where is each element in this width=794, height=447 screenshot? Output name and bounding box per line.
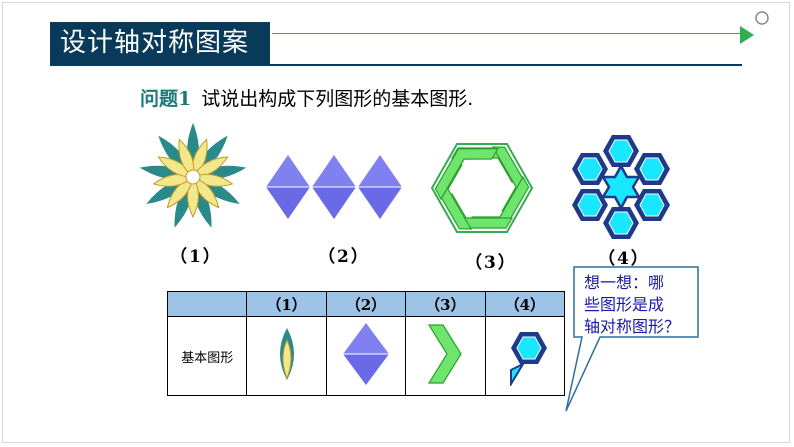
center-star — [600, 163, 642, 211]
basic-petal-shape — [279, 328, 294, 380]
diamond-3 — [358, 155, 402, 219]
basic-shape-2-cell — [325, 316, 407, 396]
table-header-4: （4） — [484, 291, 566, 317]
callout-line-1: 想一想：哪 — [584, 273, 665, 292]
figure-2-diamonds — [266, 155, 402, 219]
caption-4: （4） — [598, 249, 650, 269]
caption-3: （3） — [465, 253, 517, 273]
basic-hexagon-tail-shape — [509, 332, 547, 388]
question-text: 试说出构成下列图形的基本图形. — [201, 88, 474, 110]
basic-chevron-shape — [428, 324, 463, 384]
callout-line-3: 轴对称图形？ — [584, 317, 681, 336]
basic-shape-3-cell — [405, 316, 486, 396]
table-header-row: （1） （2） （3） （4） — [166, 291, 566, 317]
slide-title: 设计轴对称图案 — [50, 22, 270, 64]
caption-1: （1） — [170, 247, 222, 267]
basic-shapes-table: （1） （2） （3） （4） 基本图形 — [166, 291, 566, 396]
diamond-2 — [312, 155, 356, 219]
accent-line — [272, 33, 742, 34]
flower-inner-petals — [152, 138, 234, 219]
arrow-chevrons — [434, 146, 530, 230]
flower-center — [185, 169, 201, 185]
question-label: 问题1 — [140, 88, 192, 110]
table-header-2: （2） — [325, 291, 407, 317]
hexagon-ring — [572, 135, 670, 239]
caption-2: （2） — [318, 247, 370, 267]
table-header-1: （1） — [246, 291, 327, 317]
thinking-callout-bubble — [565, 266, 699, 412]
callout-text: 想一想：哪 些图形是成 轴对称图形？ — [584, 272, 700, 338]
question: 问题1 试说出构成下列图形的基本图形. — [140, 84, 473, 111]
figure-1-flower — [139, 123, 247, 228]
figure-3-arrow-hexagon — [430, 143, 534, 233]
table-header-3: （3） — [405, 291, 486, 317]
figure-4-star-hexagons — [572, 135, 670, 239]
title-underline — [50, 64, 742, 66]
callout-line-2: 些图形是成 — [584, 295, 665, 314]
basic-shape-1-cell — [246, 316, 327, 396]
basic-shape-4-cell — [484, 316, 566, 396]
play-corner-icon — [740, 11, 769, 44]
table-row-label: 基本图形 — [166, 316, 248, 396]
table-row: 基本图形 — [166, 316, 566, 396]
basic-diamond-shape — [342, 323, 389, 385]
diamond-1 — [266, 155, 310, 219]
slide-frame — [2, 2, 790, 443]
table-header-corner — [166, 291, 248, 317]
